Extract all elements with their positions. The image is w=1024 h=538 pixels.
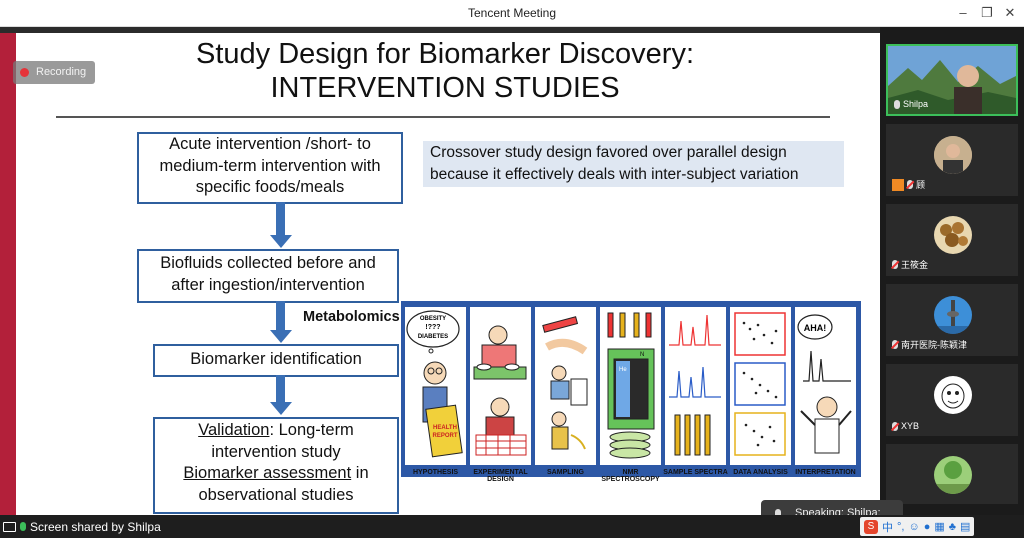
flow-text: Biofluids collected before and — [160, 254, 376, 272]
panel-label-hypothesis: HYPOTHESIS — [412, 469, 459, 476]
report-text-1: HEALTH — [433, 425, 457, 431]
slide: Recording Study Design for Biomarker Dis… — [0, 33, 880, 515]
panel-label-sampling: SAMPLING — [547, 469, 584, 476]
sogou-logo-icon[interactable]: S — [864, 519, 878, 534]
mic-icon — [775, 509, 781, 518]
flow-text: intervention study — [211, 442, 341, 461]
report-text-2: REPORT — [432, 433, 457, 439]
nmr-n-label: N — [640, 352, 644, 358]
flow-text: in — [351, 464, 369, 482]
nmr-he-label: He — [619, 367, 627, 373]
mic-muted-icon — [892, 421, 898, 431]
restore-button[interactable]: ❐ — [981, 5, 993, 20]
metabolomics-workflow-illustration: OBESITY !??? DIABETES HEALTH REPORT — [401, 301, 861, 483]
slide-title-line1: Study Design for Biomarker Discovery: — [196, 38, 694, 70]
note-text: Crossover study design favored over para… — [430, 144, 787, 161]
recording-label: Recording — [36, 66, 87, 78]
panel-label-data-analysis: DATA ANALYSIS — [733, 469, 788, 476]
flow-box-intervention: Acute intervention /short- to medium-ter… — [137, 132, 403, 204]
bubble-text-obesity: OBESITY — [420, 316, 446, 322]
experimental-design-panel — [470, 307, 531, 465]
user-photo-icon — [934, 136, 972, 174]
recording-button[interactable]: Recording — [13, 61, 95, 84]
shared-screen: Recording Study Design for Biomarker Dis… — [0, 27, 880, 515]
nature-photo-icon — [934, 456, 972, 494]
landscape-video-icon — [888, 46, 1016, 114]
flow-text: specific foods/meals — [195, 178, 345, 196]
cartoon-avatar-icon — [934, 376, 972, 414]
participant-tile-4[interactable]: XYB — [886, 364, 1018, 436]
keyboard-icon[interactable]: ▦ — [934, 521, 945, 533]
aha-text: AHA! — [804, 323, 827, 333]
flow-text: observational studies — [198, 485, 354, 504]
panel-label-experimental-design: EXPERIMENTAL DESIGN — [473, 469, 528, 483]
participant-name: 王筱金 — [901, 260, 929, 270]
record-dot-icon — [20, 68, 29, 77]
down-arrow-icon — [270, 375, 292, 415]
note-text: because it effectively deals with inter-… — [430, 166, 799, 183]
participant-tile-0[interactable]: Shilpa — [886, 44, 1018, 116]
minimize-button[interactable]: – — [959, 5, 967, 20]
close-button[interactable]: ✕ — [1004, 5, 1016, 20]
participant-tile-2[interactable]: 王筱金 — [886, 204, 1018, 276]
flow-box-validation: Validation: Long-term intervention study… — [153, 417, 399, 514]
participant-name: Shilpa — [903, 99, 929, 109]
crossover-note: Crossover study design favored over para… — [423, 141, 844, 187]
metabolomics-label: Metabolomics — [303, 309, 400, 325]
flow-text: Biomarker identification — [190, 350, 362, 368]
skin-icon[interactable]: ♣ — [948, 520, 956, 533]
share-status-label: Screen shared by Shilpa — [30, 519, 161, 534]
emoji-icon[interactable]: ☺ — [908, 520, 920, 533]
mic-muted-icon — [892, 340, 898, 349]
mic-icon — [894, 99, 900, 109]
bubble-text-diabetes: DIABETES — [418, 334, 448, 340]
participants-sidebar: Shilpa 顾 王筱金 南开医院-陈颖津 XYB — [880, 27, 1024, 515]
voice-icon[interactable]: ● — [923, 520, 931, 533]
window-title: Tencent Meeting — [467, 6, 557, 20]
flow-text: after ingestion/intervention — [171, 275, 365, 294]
flow-text: : Long-term — [269, 421, 354, 439]
hypothesis-panel: OBESITY !??? DIABETES HEALTH REPORT — [405, 307, 466, 465]
title-bar: Tencent Meeting – ❐ ✕ — [0, 0, 1024, 27]
panel-label-nmr: NMR SPECTROSCOPY — [601, 469, 660, 483]
down-arrow-icon — [270, 202, 292, 248]
tower-photo-icon — [934, 296, 972, 334]
flow-text: medium-term intervention with — [159, 156, 381, 175]
nmr-spectroscopy-panel: He N — [600, 307, 661, 465]
sampling-panel — [535, 307, 596, 465]
participant-tile-3[interactable]: 南开医院-陈颖津 — [886, 284, 1018, 356]
data-analysis-panel — [730, 307, 791, 465]
participant-name: 南开医院-陈颖津 — [901, 340, 967, 350]
flow-text: Acute intervention /short- to — [169, 135, 371, 153]
mic-icon — [20, 522, 26, 531]
ime-mode-button[interactable]: 中 — [882, 521, 893, 534]
user-badge-icon — [892, 178, 904, 191]
sample-spectra-panel — [665, 307, 726, 465]
mic-muted-icon — [907, 180, 913, 189]
flow-box-biomarker-identification: Biomarker identification — [153, 344, 399, 377]
flow-box-biofluids: Biofluids collected before and after ing… — [137, 249, 399, 303]
bottom-bar — [0, 515, 1024, 538]
screen-icon — [3, 521, 16, 532]
participant-name: 顾 — [916, 180, 926, 190]
down-arrow-icon — [270, 301, 292, 343]
panel-label-sample-spectra: SAMPLE SPECTRA — [663, 469, 728, 476]
ime-toolbar: S 中 °, ☺ ● ▦ ♣ ▤ — [860, 517, 975, 536]
mic-muted-icon — [892, 260, 898, 269]
interpretation-panel: AHA! — [795, 307, 856, 465]
punctuation-icon[interactable]: °, — [897, 520, 905, 533]
participant-tile-1[interactable]: 顾 — [886, 124, 1018, 196]
panel-label-interpretation: INTERPRETATION — [795, 469, 856, 476]
slide-accent-bar — [0, 33, 16, 515]
participant-tile-5[interactable] — [886, 444, 1018, 504]
biomarker-assessment-label: Biomarker assessment — [183, 464, 352, 482]
food-photo-icon — [934, 216, 972, 254]
screen-share-status: Screen shared by Shilpa — [0, 517, 161, 536]
bubble-text-question: !??? — [425, 324, 440, 331]
participant-name: XYB — [901, 421, 920, 431]
validation-label: Validation — [198, 421, 270, 439]
toolbox-icon[interactable]: ▤ — [959, 521, 971, 533]
slide-title-line2: INTERVENTION STUDIES — [270, 72, 620, 104]
title-divider — [56, 116, 830, 118]
